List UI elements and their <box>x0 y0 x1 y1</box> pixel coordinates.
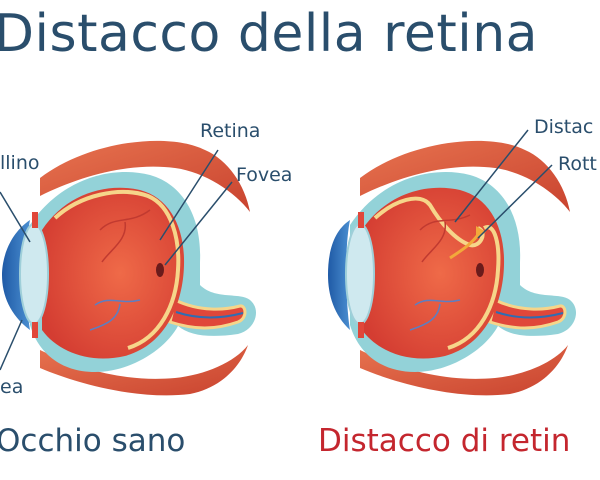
retina-layer <box>53 189 181 350</box>
label-tear: Rott <box>558 153 597 175</box>
eyeball <box>362 187 505 359</box>
lower-muscle <box>40 345 248 396</box>
eyeball <box>42 187 185 359</box>
caption-detached-eye: Distacco di retin <box>318 423 571 459</box>
lower-muscle <box>360 345 568 396</box>
upper-muscle <box>40 140 250 212</box>
caption-healthy-eye: Occhio sano <box>0 423 186 459</box>
upper-muscle <box>360 140 570 212</box>
label-detachment: Distac <box>534 116 594 138</box>
label-cornea: ea <box>0 376 24 398</box>
cornea <box>328 220 350 330</box>
fovea-spot <box>476 263 484 277</box>
fovea-spot <box>156 263 164 277</box>
page-title: Distacco della retina <box>0 4 539 64</box>
lens <box>19 223 49 325</box>
label-lens: llino <box>0 152 40 174</box>
label-fovea: Fovea <box>236 164 293 186</box>
detached-eye <box>328 129 577 396</box>
lens <box>345 223 375 325</box>
optic-nerve <box>488 297 567 330</box>
healthy-eye <box>0 140 257 396</box>
optic-nerve <box>168 297 247 330</box>
label-retina: Retina <box>200 120 261 142</box>
